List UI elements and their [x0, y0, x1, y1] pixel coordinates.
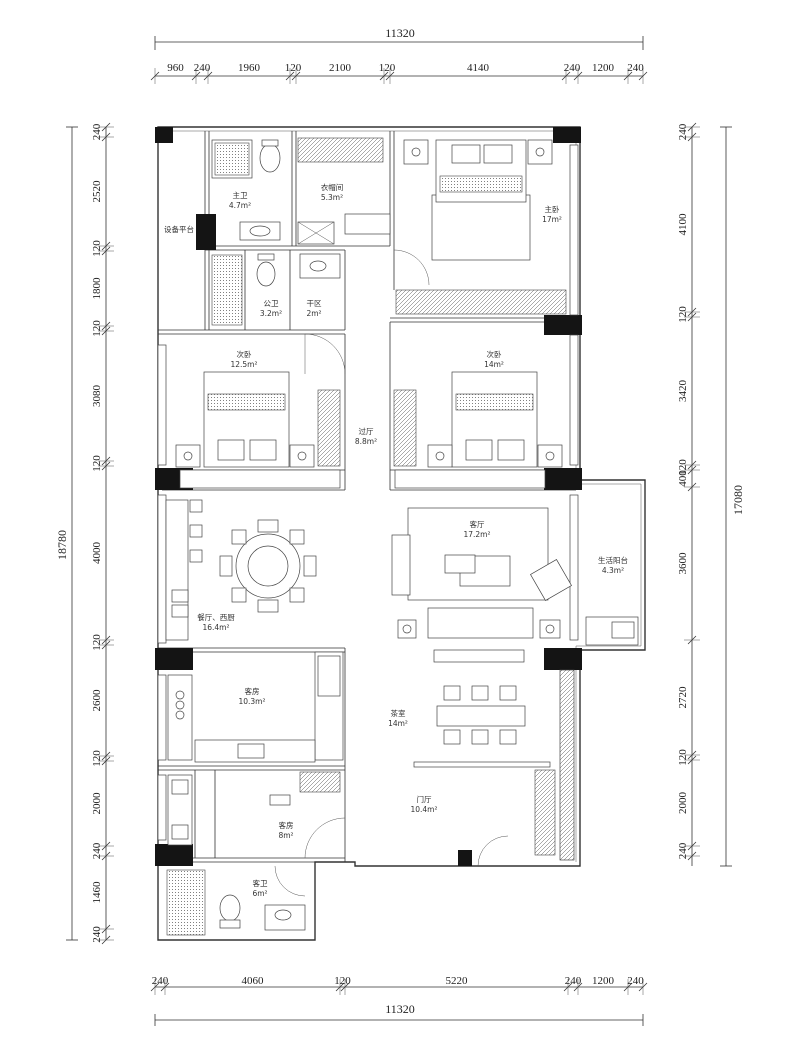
- cloakroom-name: 衣帽间: [321, 182, 344, 192]
- second-bed-right-name: 次卧: [487, 349, 502, 359]
- right-dim-8: 120: [677, 749, 689, 766]
- bottom-dim-6: 240: [627, 975, 644, 987]
- bottom-dim-4: 240: [565, 975, 582, 987]
- entry-name: 门厅: [417, 795, 432, 804]
- right-dim-6: 3600: [677, 552, 689, 575]
- cloakroom-area: 5.3m²: [321, 193, 343, 202]
- right-dim-5: 400: [677, 470, 689, 487]
- room-labels: 主卫 4.7m² 衣帽间 5.3m² 主卧 17m² 设备平台 公卫 3.2m²…: [164, 182, 628, 898]
- right-dim-7: 2720: [677, 686, 689, 709]
- right-dim-2: 120: [677, 306, 689, 323]
- top-dim-6: 4140: [467, 62, 490, 74]
- right-dim-10: 240: [677, 842, 689, 859]
- living-area: 17.2m²: [463, 530, 490, 539]
- left-dimensions: 18780 240 2520 120 1800 120 3080 120 4000 120 260…: [55, 122, 114, 945]
- top-dim-1: 240: [194, 62, 211, 74]
- equipment-name: 设备平台: [164, 224, 194, 234]
- left-dim-0: 240: [91, 123, 103, 140]
- bottom-dim-5: 1200: [592, 975, 615, 987]
- public-wc-name: 公卫: [264, 299, 279, 308]
- left-dim-12: 240: [91, 842, 103, 859]
- living-name: 客厅: [470, 519, 485, 529]
- right-dim-4: 120: [677, 459, 689, 476]
- right-overall-dim: 17080: [731, 485, 745, 515]
- right-dim-0: 240: [677, 123, 689, 140]
- top-overall-dim: 11320: [385, 26, 415, 40]
- kitchen-name: 客房: [245, 686, 260, 696]
- bottom-dimensions: 11320 240 4060 120 5220 240 1200 240: [150, 975, 648, 1026]
- left-dim-13: 1460: [91, 881, 103, 904]
- dining-name: 餐厅、西厨: [197, 613, 235, 622]
- tea-name: 茶室: [391, 708, 406, 718]
- bottom-dim-0: 240: [152, 975, 169, 987]
- service-balcony-area: 4.3m²: [602, 566, 624, 575]
- left-dim-1: 2520: [91, 180, 103, 203]
- dry-zone-area: 2m²: [306, 309, 321, 318]
- furniture: [165, 137, 639, 936]
- left-dim-3: 1800: [91, 277, 103, 300]
- left-dim-8: 120: [91, 634, 103, 651]
- columns: [155, 127, 582, 866]
- left-dim-2: 120: [91, 240, 103, 257]
- top-dim-2: 1960: [238, 62, 261, 74]
- top-dim-4: 2100: [329, 62, 352, 74]
- bottom-overall-dim: 11320: [385, 1002, 415, 1016]
- guest-wc-area: 6m²: [252, 889, 267, 898]
- guest-name: 客房: [279, 820, 294, 830]
- top-dim-3: 120: [285, 62, 302, 74]
- service-balcony-name: 生活阳台: [598, 555, 628, 565]
- entry-area: 10.4m²: [410, 805, 437, 814]
- left-dim-4: 120: [91, 320, 103, 337]
- bottom-dim-3: 5220: [446, 975, 469, 987]
- windows: [157, 144, 579, 861]
- dry-zone-name: 干区: [307, 299, 322, 308]
- guest-wc-name: 客卫: [253, 878, 268, 888]
- master-bed-area: 17m²: [542, 215, 562, 224]
- left-dim-10: 120: [91, 750, 103, 767]
- left-dim-11: 2000: [91, 792, 103, 815]
- left-dim-6: 120: [91, 455, 103, 472]
- master-bath-name: 主卫: [233, 190, 248, 200]
- right-dim-9: 2000: [677, 792, 689, 815]
- dining-area: 16.4m²: [202, 623, 229, 632]
- left-dim-5: 3080: [91, 385, 103, 408]
- left-dim-7: 4000: [91, 542, 103, 565]
- kitchen-area: 10.3m²: [238, 697, 265, 706]
- master-bath-area: 4.7m²: [229, 201, 251, 210]
- second-bed-left-area: 12.5m²: [230, 360, 257, 369]
- right-dim-1: 4100: [677, 213, 689, 236]
- second-bed-left-name: 次卧: [237, 349, 252, 359]
- top-dim-5: 120: [379, 62, 396, 74]
- second-bed-right-area: 14m²: [484, 360, 504, 369]
- hallway-area: 8.8m²: [355, 437, 377, 446]
- bottom-dim-1: 4060: [242, 975, 265, 987]
- right-dim-3: 3420: [677, 380, 689, 403]
- top-dim-7: 240: [564, 62, 581, 74]
- public-wc-area: 3.2m²: [260, 309, 282, 318]
- right-dimensions: 17080 2404100120342012040036002720120200…: [677, 122, 745, 867]
- left-dim-9: 2600: [91, 689, 103, 712]
- left-dim-14: 240: [91, 926, 103, 943]
- top-dimensions: 11320 960 240 1960 120 2100 120 4140 240 1200 240: [150, 26, 648, 84]
- tea-area: 14m²: [388, 719, 408, 728]
- top-dim-0: 960: [167, 62, 184, 74]
- master-bed-name: 主卧: [545, 204, 560, 214]
- bottom-dim-2: 120: [334, 975, 351, 987]
- guest-area: 8m²: [278, 831, 293, 840]
- top-dim-8: 1200: [592, 62, 615, 74]
- hallway-name: 过厅: [359, 426, 374, 436]
- top-dim-9: 240: [627, 62, 644, 74]
- left-overall-dim: 18780: [55, 530, 69, 560]
